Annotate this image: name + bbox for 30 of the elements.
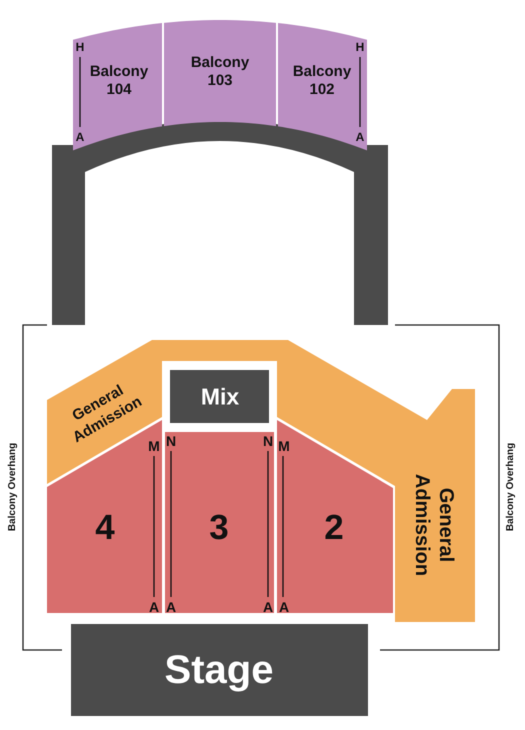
row-letter: H [76, 41, 84, 53]
floor-seating-section [165, 432, 274, 613]
section-number: 4 [95, 508, 115, 548]
overhang-label: Balcony Overhang [506, 442, 516, 532]
mix-position-block [170, 370, 269, 423]
balcony-section [164, 20, 276, 126]
row-letter: A [148, 600, 160, 614]
mix-label: Mix [200, 384, 240, 410]
section-name: Balcony 104 [88, 62, 150, 99]
balcony-section [278, 23, 367, 151]
section-number: 2 [324, 508, 344, 548]
section-name: Balcony 102 [292, 62, 352, 99]
stage-block [71, 624, 368, 716]
row-letter: A [262, 600, 274, 614]
row-letter: M [278, 439, 290, 453]
section-number: 3 [209, 508, 229, 548]
row-letter: A [76, 131, 84, 143]
stage-label: Stage [164, 648, 274, 692]
row-letter: A [278, 600, 290, 614]
row-letter: A [166, 600, 176, 614]
overhang-label: Balcony Overhang [8, 442, 18, 532]
row-letter: N [166, 434, 176, 448]
section-name: Balcony 103 [190, 54, 250, 90]
row-letter: N [262, 434, 274, 448]
row-letter: H [356, 41, 364, 53]
balcony-section [73, 23, 162, 151]
row-letter: A [356, 131, 364, 143]
row-letter: M [148, 439, 160, 453]
floor-seating-section [277, 420, 393, 613]
section-name: General Admission [410, 472, 458, 578]
